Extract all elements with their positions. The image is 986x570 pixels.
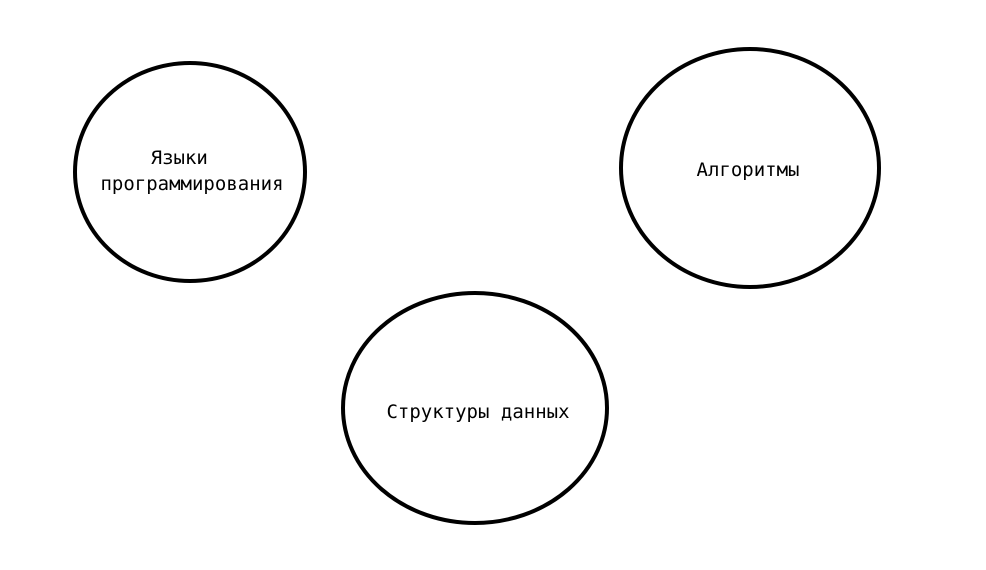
node-languages-label: Языки программирования [100, 147, 283, 195]
node-algorithms-label: Алгоритмы [697, 159, 800, 181]
node-data-structures-label: Структуры данных [386, 401, 569, 423]
node-languages-ellipse [73, 61, 307, 283]
node-languages-label-line-1: Языки [151, 147, 208, 169]
node-data-structures-ellipse [341, 291, 609, 525]
node-algorithms: Алгоритмы [619, 47, 881, 289]
node-data-structures: Структуры данных [341, 291, 609, 525]
node-data-structures-label-line-1: Структуры данных [386, 401, 569, 423]
node-languages: Языки программирования [73, 61, 307, 283]
node-algorithms-label-line-1: Алгоритмы [697, 159, 800, 181]
node-languages-label-line-2: программирования [100, 173, 283, 195]
node-algorithms-ellipse [619, 47, 881, 289]
